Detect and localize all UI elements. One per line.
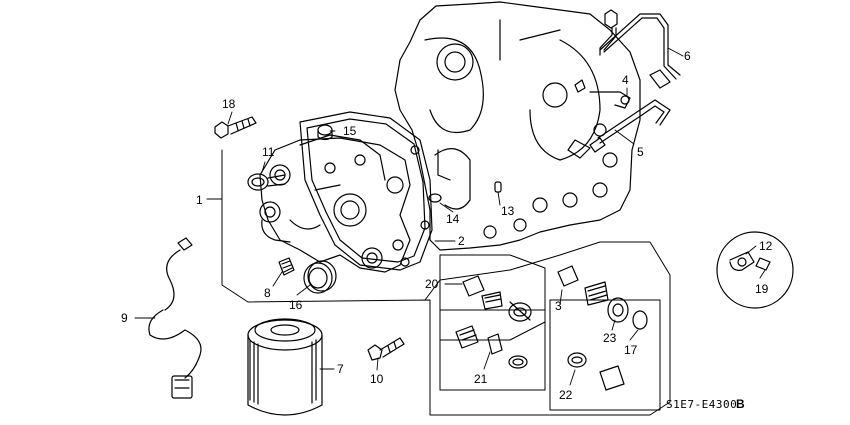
callout-23: 23	[603, 331, 617, 345]
o-ring-14	[428, 193, 442, 203]
callout-22: 22	[559, 388, 573, 402]
callout-10: 10	[370, 372, 384, 386]
pressure-switch-9	[148, 237, 202, 399]
callout-3: 3	[555, 299, 562, 313]
o-ring-17	[632, 310, 648, 330]
bolt-18	[214, 116, 257, 139]
valve-set-21	[455, 325, 528, 369]
valve-3	[557, 265, 609, 306]
oil-pipe-6	[599, 9, 681, 89]
oil-seal-16	[303, 260, 337, 294]
gasket	[299, 111, 433, 271]
plug-22	[567, 352, 625, 391]
callout-15: 15	[343, 124, 357, 138]
callout-6: 6	[684, 49, 691, 63]
drawing-code: S1E7-E4300	[666, 398, 737, 411]
callout-8: 8	[264, 286, 271, 300]
callout-labels: 1 2 3 4 5 6 7 8 9 10 11 12 13 14 15 16 1…	[121, 49, 773, 411]
drawing-code-suffix: B	[736, 397, 745, 411]
callout-19: 19	[755, 282, 769, 296]
engine-block	[394, 1, 641, 251]
dowel-13	[494, 181, 502, 193]
callout-20: 20	[425, 277, 439, 291]
callout-14: 14	[446, 212, 460, 226]
callout-12: 12	[759, 239, 773, 253]
callout-17: 17	[624, 343, 638, 357]
oil-pipe-5	[567, 99, 671, 159]
valve-set-20	[462, 275, 532, 322]
callout-11: 11	[262, 145, 275, 159]
cap-15	[317, 124, 333, 141]
callout-16: 16	[289, 298, 303, 312]
callout-18: 18	[222, 97, 236, 111]
callout-5: 5	[637, 145, 644, 159]
callout-9: 9	[121, 311, 128, 325]
callout-13: 13	[501, 204, 515, 218]
callout-7: 7	[337, 362, 344, 376]
callout-1: 1	[196, 193, 203, 207]
seal-11	[247, 173, 286, 191]
clip-detail	[716, 231, 794, 309]
callout-2: 2	[458, 234, 465, 248]
bolt-10	[367, 337, 405, 361]
sleeve-23	[607, 297, 629, 323]
oil-filter-7	[247, 318, 323, 416]
assembly-boxes	[221, 149, 671, 416]
callout-4: 4	[622, 73, 629, 87]
leader-lines	[134, 47, 766, 386]
fitting-4	[574, 79, 631, 109]
strainer-8	[278, 257, 295, 276]
oil-pump-housing	[259, 134, 411, 273]
callout-21: 21	[474, 372, 488, 386]
